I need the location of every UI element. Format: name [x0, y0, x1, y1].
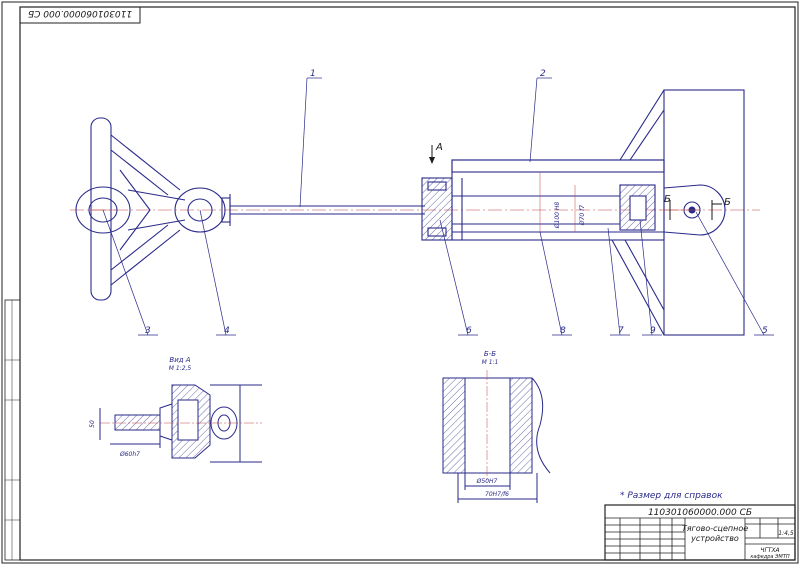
left-eye	[75, 186, 131, 234]
leader-lines	[102, 77, 774, 336]
scale: 1:4,5	[778, 530, 794, 537]
callout-2: 2	[540, 69, 546, 79]
view-a-detail	[99, 384, 262, 463]
view-a-scale: М 1:2,5	[169, 365, 192, 372]
callout-1: 1	[310, 69, 316, 79]
callout-3: 3	[145, 326, 151, 336]
callout-8: 8	[560, 326, 566, 336]
stamp-box	[19, 6, 141, 24]
org-line1: ЧГТХА	[760, 547, 779, 554]
dim-sec-2: 70H7/f6	[485, 491, 509, 498]
callout-5: 5	[762, 326, 768, 336]
stamp-code: 110301060000.000 СБ	[28, 8, 132, 18]
callout-9: 9	[650, 326, 656, 336]
rear-eye	[663, 184, 726, 236]
arrow-a-label: А	[435, 142, 443, 153]
section-label: Б-Б	[484, 350, 496, 358]
section-scale: М 1:1	[482, 359, 499, 366]
inner-frame	[19, 6, 796, 561]
dim-view-a-1: 50	[89, 420, 96, 428]
title-block	[604, 504, 796, 561]
dim-main-2: Ø70 f7	[579, 205, 586, 226]
title-name-line2: устройство	[690, 534, 739, 543]
drawbar-eye	[174, 187, 226, 233]
dim-main-1: Ø100 H8	[554, 202, 561, 230]
dim-view-a-2: Ø60h7	[119, 451, 140, 458]
mount-plate	[663, 89, 745, 336]
mount-brace	[611, 89, 665, 336]
view-a-label: Вид А	[169, 356, 190, 364]
arrow-b-right: Б	[724, 197, 731, 208]
front-nut	[421, 177, 453, 241]
callout-7: 7	[618, 326, 624, 336]
cylinder-top-wall	[451, 159, 665, 173]
section-b-marks	[669, 200, 722, 220]
title-code: 110301060000.000 СБ	[648, 508, 752, 518]
title-name-line1: Тягово-сцепное	[682, 524, 748, 533]
callout-6: 6	[466, 326, 472, 336]
dim-sec-1: Ø50H7	[476, 478, 498, 485]
cross-bar	[90, 117, 112, 301]
arrow-b-left: Б	[664, 194, 671, 205]
org-line2: кафедра ЭМТП	[750, 554, 790, 560]
main-assembly	[70, 89, 760, 336]
callout-4: 4	[224, 326, 230, 336]
note: * Размер для справок	[620, 491, 723, 501]
brace	[110, 134, 181, 286]
left-margin-strip	[4, 299, 21, 561]
section-b-view	[442, 370, 551, 503]
